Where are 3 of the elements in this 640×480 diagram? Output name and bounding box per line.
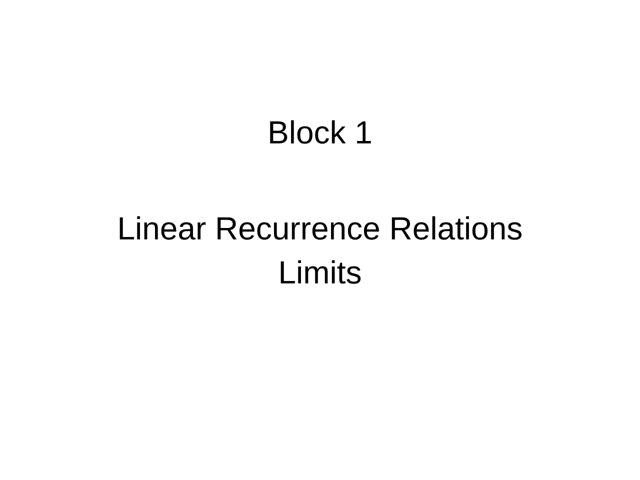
subtitle-text: Linear Recurrence Relations (120, 216, 522, 240)
slide-title: Block 1 (270, 120, 371, 144)
subtitle-text: Limits (280, 260, 361, 284)
